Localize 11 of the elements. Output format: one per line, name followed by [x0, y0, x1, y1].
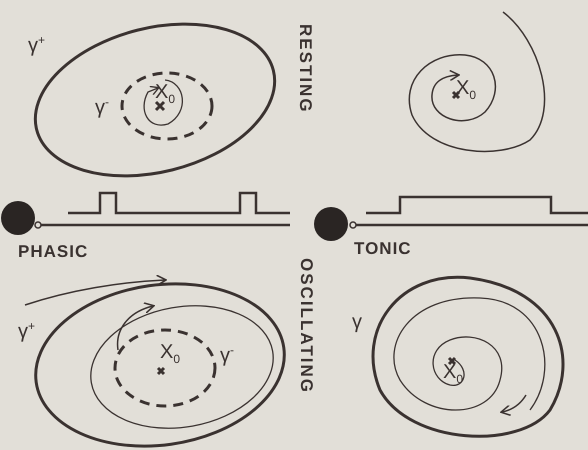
mode-label: TONIC	[354, 240, 412, 257]
gamma-symbol: γ	[352, 312, 362, 332]
gamma-symbol: γ$^{+}$	[18, 320, 36, 342]
mode-label: PHASIC	[18, 243, 88, 260]
gamma-symbol: γ$^{-}$	[95, 96, 109, 118]
gamma-symbol: γ$^{-}$	[220, 344, 234, 366]
state-label: OSCILLATING	[298, 258, 315, 394]
state-symbol: X$_{0}$	[160, 342, 180, 365]
state-label: RESTING	[297, 24, 314, 114]
state-symbol: X$_{0}$	[155, 82, 176, 105]
gamma-symbol: γ$^{+}$	[28, 34, 46, 56]
